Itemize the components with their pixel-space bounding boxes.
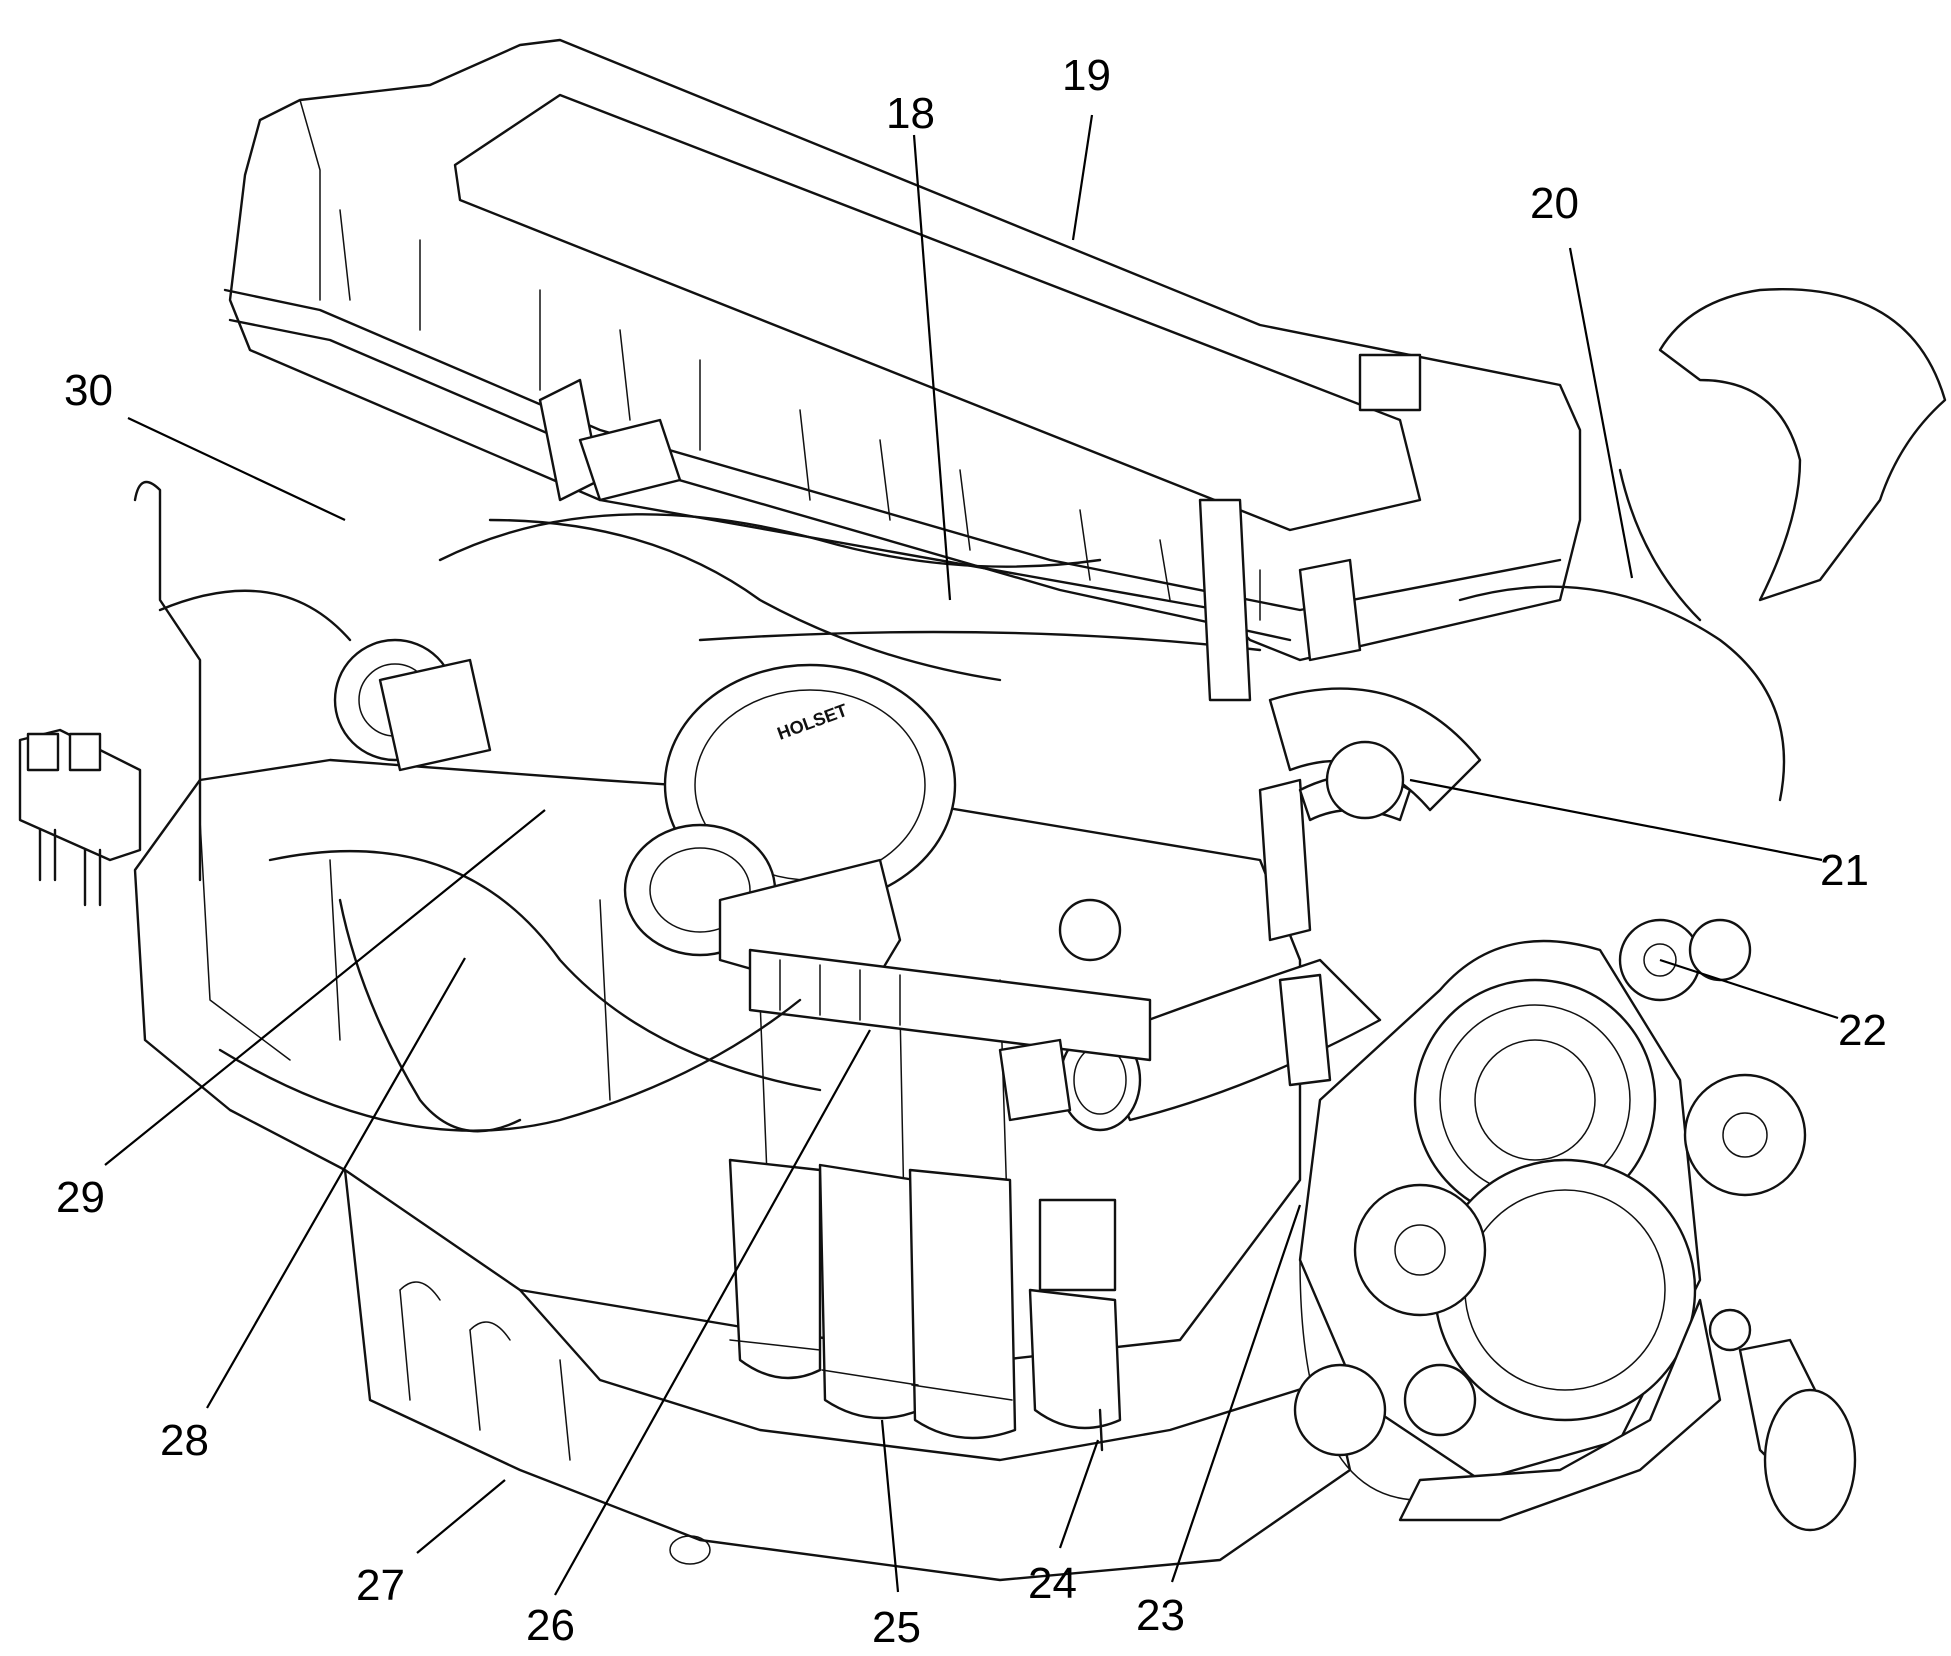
- leader-lines: [104, 114, 1839, 1596]
- callout-27: 27: [356, 1561, 405, 1610]
- leader-28: [206, 957, 466, 1409]
- callout-28: 28: [160, 1416, 209, 1465]
- callout-18: 18: [886, 89, 935, 138]
- callout-22: 22: [1838, 1006, 1887, 1055]
- leader-20: [1568, 247, 1634, 579]
- callout-19: 19: [1062, 51, 1111, 100]
- callout-30: 30: [64, 366, 113, 415]
- filters: [728, 1158, 1122, 1452]
- leader-30: [127, 417, 346, 521]
- leader-22: [1659, 958, 1839, 1020]
- callout-24: 24: [1028, 1559, 1077, 1608]
- right-side-fitting: [1708, 1308, 1857, 1532]
- callout-20: 20: [1530, 179, 1579, 228]
- leader-29: [104, 809, 546, 1166]
- engine-line-art: HOLSET: [18, 38, 1947, 1582]
- front-mount-bracket: [18, 728, 142, 907]
- leader-27: [416, 1479, 506, 1554]
- fuel-rail: [748, 948, 1152, 1062]
- leader-23: [1170, 1204, 1302, 1583]
- leader-21: [1409, 778, 1823, 862]
- callout-21: 21: [1820, 846, 1869, 895]
- hoses-and-lines: [133, 378, 1786, 1133]
- callout-26: 26: [526, 1601, 575, 1650]
- callout-labels: 18 19 20 21 22 23 24 25 26 27 28 29 30: [56, 51, 1887, 1652]
- belt-drive: [1293, 918, 1807, 1522]
- leader-25: [880, 1419, 900, 1593]
- callout-23: 23: [1136, 1591, 1185, 1640]
- callout-25: 25: [872, 1603, 921, 1652]
- leader-24: [1058, 1439, 1100, 1549]
- callout-29: 29: [56, 1173, 105, 1222]
- leader-18: [912, 134, 952, 601]
- leader-19: [1071, 114, 1094, 241]
- leader-26: [554, 1029, 871, 1596]
